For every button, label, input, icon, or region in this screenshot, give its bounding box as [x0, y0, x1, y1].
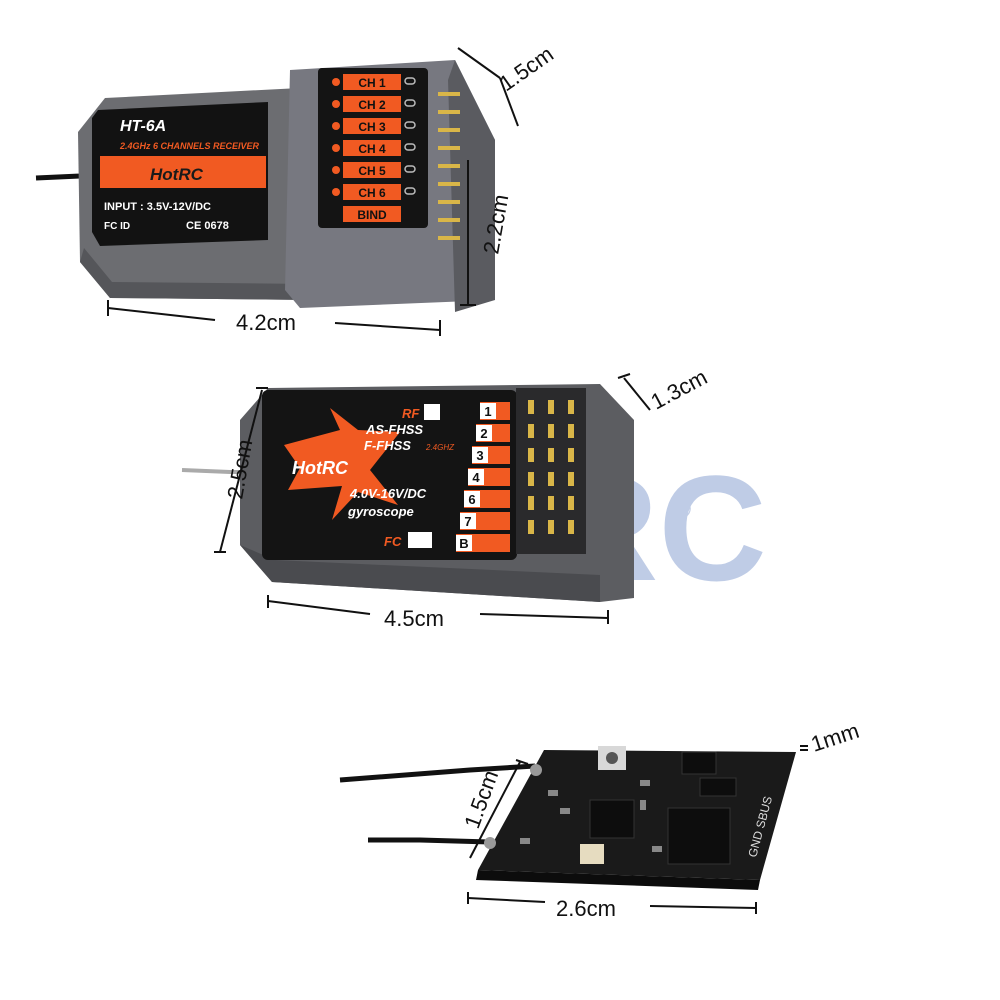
port-labels: 1 2 3 4 6 7 B [456, 402, 510, 552]
dimension-height: 1.5cm [459, 767, 503, 832]
dimension-markers [467, 745, 808, 914]
watermark-registered-mark: ® [672, 494, 691, 524]
channel-label: CH 4 [358, 142, 386, 156]
model-name: HT-6A [120, 118, 166, 135]
dimension-depth: 1.5cm [495, 41, 558, 96]
antenna-wire-2 [368, 837, 491, 845]
dimension-markers [107, 47, 519, 336]
brand-logo: HotRC [150, 165, 204, 184]
dimension-depth: 1.3cm [647, 364, 712, 414]
protocol-1: AS-FHSS [365, 422, 423, 437]
port-label: 4 [472, 470, 480, 485]
bind-port-label: B [459, 536, 468, 551]
receiver-micro: GND SBUS 2.6cm 1.5cm 1mm [339, 718, 862, 921]
antenna-wire-1 [339, 763, 536, 783]
port-label: 2 [480, 426, 487, 441]
bind-label: BIND [357, 208, 387, 222]
dimension-width: 4.5cm [384, 606, 444, 631]
port-label: 7 [464, 514, 471, 529]
brand-bar [100, 156, 266, 188]
input-voltage: INPUT : 3.5V-12V/DC [104, 201, 211, 213]
channel-label: CH 6 [358, 186, 386, 200]
jet-logo [284, 408, 400, 520]
antenna-pad [530, 764, 542, 776]
dimension-depth: 1mm [808, 718, 862, 757]
voltage-range: 4.0V-16V/DC [349, 486, 427, 501]
header-pins [528, 400, 574, 534]
channel-label: CH 5 [358, 164, 386, 178]
ce-mark: CE 0678 [186, 220, 229, 232]
fc-led-window [408, 532, 432, 548]
receiver-ht6a: HT-6A 2.4GHz 6 CHANNELS RECEIVER HotRC I… [35, 41, 558, 336]
band-text: 2.4GHz 6 CHANNELS RECEIVER [119, 141, 260, 151]
rf-led-window [424, 404, 440, 420]
channel-label: CH 3 [358, 120, 386, 134]
channel-label: CH 2 [358, 98, 386, 112]
port-label: 3 [476, 448, 483, 463]
gyroscope-label: gyroscope [347, 504, 414, 519]
fc-id: FC ID [104, 221, 130, 232]
channel-label: CH 1 [358, 76, 386, 90]
band-text: 2.4GHZ [425, 443, 455, 452]
chip [681, 751, 717, 775]
pcb-board [478, 750, 796, 880]
port-label: 1 [484, 404, 491, 419]
receiver-gyro: HotRC RF AS-FHSS F-FHSS 2.4GHZ 4.0V-16V/… [181, 364, 712, 631]
crystal [580, 844, 604, 864]
antenna-pad [484, 837, 496, 849]
dimension-width: 2.6cm [556, 896, 616, 921]
protocol-2: F-FHSS [364, 438, 411, 453]
fc-label: FC [384, 534, 402, 549]
dimension-markers [214, 373, 651, 624]
port-label: 6 [468, 492, 475, 507]
channel-labels: CH 1 CH 2 CH 3 CH 4 CH 5 CH 6 BIND [332, 74, 416, 222]
mcu-chip [589, 799, 635, 839]
rf-chip [667, 807, 731, 865]
dimension-width: 4.2cm [236, 310, 296, 335]
label-plate [262, 390, 517, 560]
brand-logo: HotRC [292, 458, 349, 478]
header-pins [438, 92, 460, 240]
rf-label: RF [402, 406, 420, 421]
